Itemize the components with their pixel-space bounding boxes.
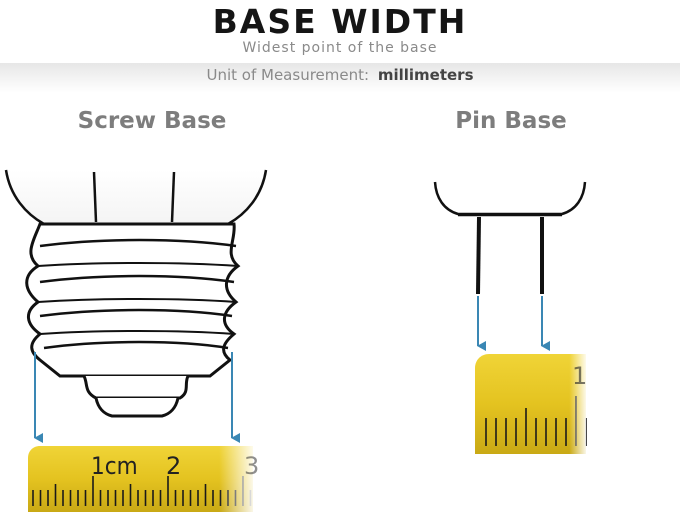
pin-measure-arrows <box>477 296 550 351</box>
unit-of-measurement: Unit of Measurement: millimeters <box>0 66 680 84</box>
screw-base-threads <box>25 222 241 418</box>
pin-bulb-base <box>433 181 587 217</box>
page-title: BASE WIDTH <box>212 2 468 41</box>
unit-bar <box>0 63 680 93</box>
screw-bulb-glass <box>4 169 268 226</box>
screw-ruler-label-3: 3 <box>244 452 259 480</box>
pin-ruler-label-1: 1 <box>572 362 587 390</box>
screw-base-label: Screw Base <box>77 108 227 134</box>
pin-base-label: Pin Base <box>455 108 567 134</box>
unit-value: millimeters <box>377 66 474 84</box>
screw-measure-arrows <box>34 352 240 443</box>
pin-ruler: 1 <box>475 354 587 454</box>
screw-ruler-label-1cm: 1cm <box>91 452 138 480</box>
unit-label: Unit of Measurement: <box>206 66 370 84</box>
screw-ruler-label-2: 2 <box>166 452 181 480</box>
page-subtitle: Widest point of the base <box>242 40 438 56</box>
header: BASE WIDTH Widest point of the base <box>0 0 680 64</box>
screw-ruler: 1cm 2 3 <box>28 446 259 512</box>
pin-base-pins <box>476 216 544 295</box>
